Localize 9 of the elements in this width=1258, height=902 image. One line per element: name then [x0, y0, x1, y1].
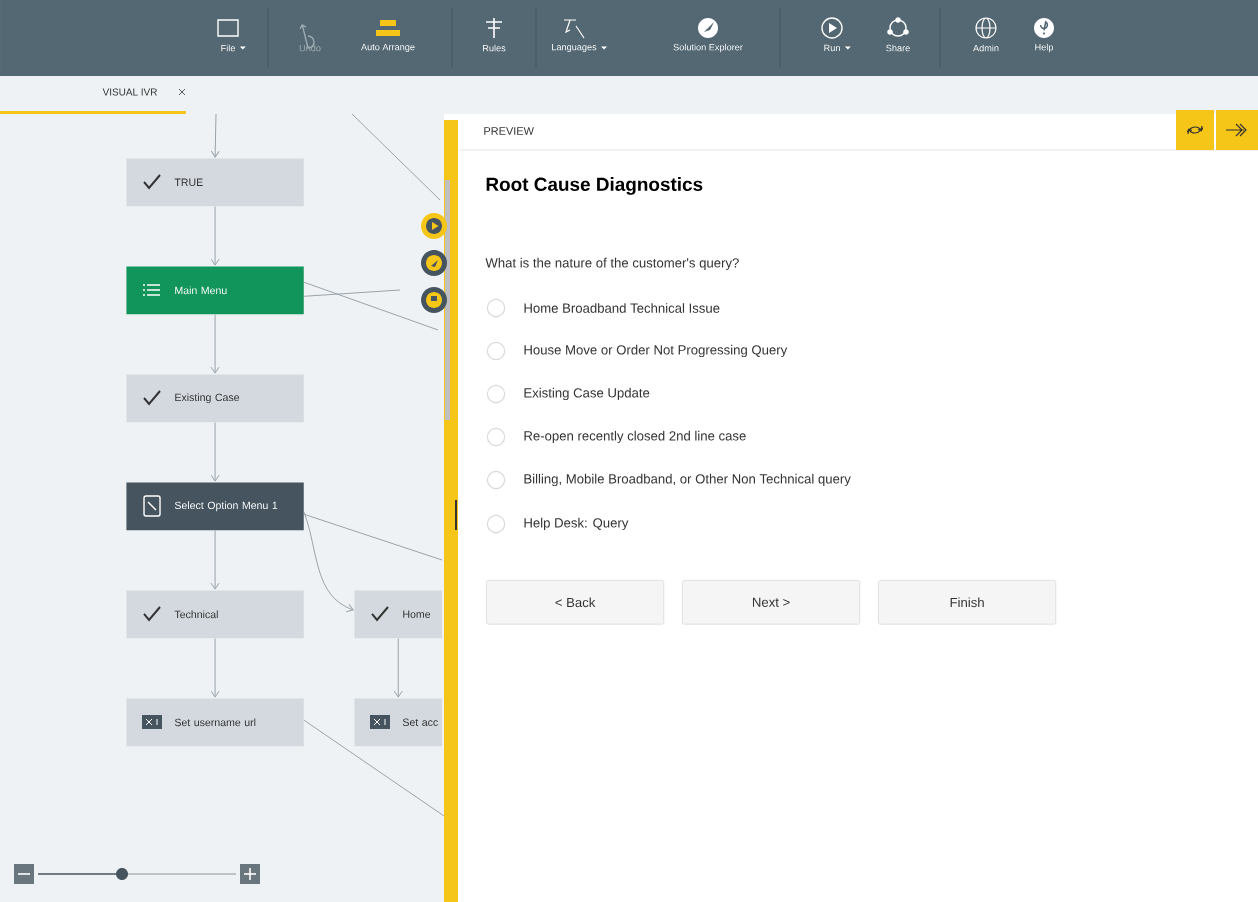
connector-arrow — [210, 206, 220, 266]
connector-arrow — [393, 638, 403, 698]
connector-arrow — [210, 530, 220, 590]
connector-arrow — [210, 422, 220, 482]
heading: Root Cause Diagnostics — [486, 177, 703, 195]
connector-arrow — [210, 314, 220, 374]
connector-arrow — [210, 638, 220, 698]
connector-arrow — [303, 511, 354, 613]
connector-arrow — [210, 113, 220, 158]
